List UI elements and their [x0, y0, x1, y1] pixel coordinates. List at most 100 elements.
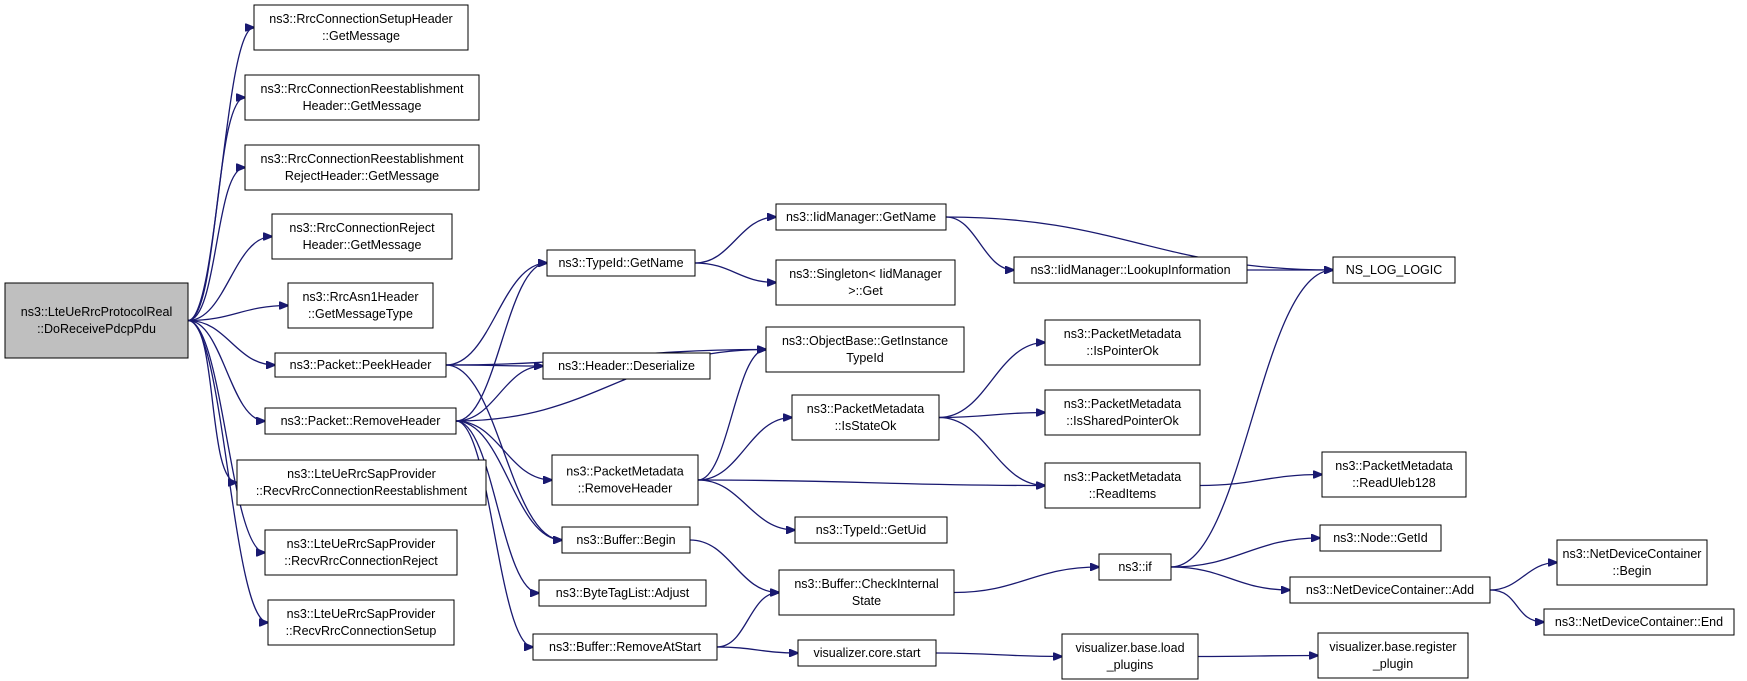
node-label: RejectHeader::GetMessage — [285, 169, 439, 183]
node-box — [775, 203, 947, 231]
edge-root-to-n9 — [187, 319, 265, 553]
edge-n7-to-n12 — [455, 366, 543, 422]
node-ns3-packetmetadata-readuleb128[interactable]: ns3::PacketMetadata::ReadUleb128 — [1321, 451, 1467, 498]
node-label: ns3::if — [1118, 560, 1152, 574]
node-ns3-packetmetadata-readitems[interactable]: ns3::PacketMetadata::ReadItems — [1044, 462, 1201, 509]
edge-n6-to-n12 — [445, 365, 543, 366]
node-ns3-packetmetadata-removeheader[interactable]: ns3::PacketMetadata::RemoveHeader — [551, 454, 699, 506]
node-ns3-if[interactable]: ns3::if — [1098, 553, 1172, 581]
node-label: ns3::PacketMetadata — [1064, 327, 1181, 341]
node-ns3-rrcconnectionreestablishment-header-getmessage[interactable]: ns3::RrcConnectionReestablishmentHeader:… — [244, 74, 480, 121]
node-ns3-lteuerrcsapprovider-recvrrcconnectionsetup[interactable]: ns3::LteUeRrcSapProvider::RecvRrcConnect… — [267, 599, 455, 646]
node-label: ::ReadItems — [1089, 487, 1156, 501]
edge-n28-to-n30 — [1170, 270, 1333, 568]
node-ns3-bytetaglist-adjust[interactable]: ns3::ByteTagList::Adjust — [538, 579, 707, 607]
node-box — [287, 282, 434, 329]
node-box — [765, 326, 965, 373]
node-box — [271, 213, 453, 260]
node-label: ns3::Buffer::Begin — [576, 533, 675, 547]
node-visualizer-core-start[interactable]: visualizer.core.start — [797, 639, 937, 667]
node-ns3-netdevicecontainer-end[interactable]: ns3::NetDeviceContainer::End — [1543, 608, 1735, 636]
node-label: visualizer.core.start — [814, 646, 922, 660]
node-label: ns3::NetDeviceContainer — [1563, 547, 1702, 561]
node-label: ns3::TypeId::GetName — [558, 256, 683, 270]
node-ns3-typeid-getname[interactable]: ns3::TypeId::GetName — [546, 249, 696, 277]
node-ns3-rrcconnectionsetupheader-getmessage[interactable]: ns3::RrcConnectionSetupHeader::GetMessag… — [253, 4, 469, 51]
node-label: ::IsSharedPointerOk — [1066, 414, 1179, 428]
node-label: ns3::Header::Deserialize — [558, 359, 695, 373]
node-visualizer-base-load-plugins[interactable]: visualizer.base.load _plugins — [1061, 633, 1199, 680]
edge-n17-to-n30 — [945, 216, 1333, 270]
node-ns3-packetmetadata-issharedpointerok[interactable]: ns3::PacketMetadata::IsSharedPointerOk — [1044, 389, 1201, 436]
node-ns3-packet-removeheader[interactable]: ns3::Packet::RemoveHeader — [264, 407, 457, 435]
node-ns3-buffer-begin[interactable]: ns3::Buffer::Begin — [561, 526, 691, 554]
node-ns3-header-deserialize[interactable]: ns3::Header::Deserialize — [542, 352, 711, 380]
nodes-layer: ns3::LteUeRrcProtocolReal::DoReceivePdcp… — [4, 4, 1735, 680]
node-box — [1332, 256, 1456, 284]
edge-n11-to-n17 — [694, 217, 776, 264]
edge-root-to-n5 — [187, 306, 288, 322]
edge-root-to-n10 — [187, 319, 268, 623]
node-ns3-netdevicecontainer-add[interactable]: ns3::NetDeviceContainer::Add — [1289, 576, 1491, 604]
edge-n13-to-n27 — [697, 479, 1045, 486]
edge-root-to-n7 — [187, 319, 265, 422]
node-box — [236, 459, 487, 506]
node-ns3-packet-peekheader[interactable]: ns3::Packet::PeekHeader — [274, 352, 447, 378]
node-label: ns3::PacketMetadata — [807, 402, 924, 416]
node-ns3-node-getid[interactable]: ns3::Node::GetId — [1319, 524, 1442, 552]
node-label: visualizer.base.register — [1329, 640, 1456, 654]
node-label: ::GetMessageType — [308, 307, 413, 321]
node-ns3-iidmanager-lookupinformation[interactable]: ns3::IidManager::LookupInformation — [1013, 256, 1248, 284]
edge-n6-to-n14 — [445, 364, 562, 540]
edge-n7-to-n15 — [455, 420, 539, 593]
node-ns3-rrcconnectionreject-header-getmessage[interactable]: ns3::RrcConnectionRejectHeader::GetMessa… — [271, 213, 453, 260]
node-box — [1317, 632, 1469, 679]
node-label: >::Get — [848, 284, 883, 298]
node-label: ns3::Buffer::RemoveAtStart — [549, 640, 701, 654]
node-label: ns3::ObjectBase::GetInstance — [782, 334, 948, 348]
node-ns3-rrcconnectionreestablishment-rejectheader-getmessage[interactable]: ns3::RrcConnectionReestablishmentRejectH… — [244, 144, 480, 191]
edge-n27-to-n31 — [1199, 475, 1322, 487]
node-ns3-lteuerrcsapprovider-recvrrcconnectionreject[interactable]: ns3::LteUeRrcSapProvider::RecvRrcConnect… — [264, 529, 458, 576]
node-label: ns3::PacketMetadata — [1064, 397, 1181, 411]
node-box — [274, 352, 447, 378]
node-label: ns3::LteUeRrcSapProvider — [287, 607, 436, 621]
node-box — [532, 633, 718, 661]
edge-n7-to-n16 — [455, 420, 533, 647]
node-label: ns3::Node::GetId — [1333, 531, 1428, 545]
node-ns3-typeid-getuid[interactable]: ns3::TypeId::GetUid — [794, 516, 948, 544]
node-label: ns3::LteUeRrcProtocolReal — [21, 305, 172, 319]
node-ns3-packetmetadata-ispointerok[interactable]: ns3::PacketMetadata::IsPointerOk — [1044, 319, 1201, 366]
edge-n33-to-n36 — [1489, 589, 1544, 622]
node-label: NS_LOG_LOGIC — [1346, 263, 1443, 277]
node-label: _plugins — [1106, 658, 1154, 672]
node-label: ns3::IidManager::LookupInformation — [1030, 263, 1230, 277]
node-box — [1556, 539, 1708, 586]
edge-n23-to-n29 — [935, 652, 1062, 657]
node-ns3-lteuerrcprotocolreal-doreceivepdcppdu[interactable]: ns3::LteUeRrcProtocolReal::DoReceivePdcp… — [4, 282, 189, 359]
node-label: ns3::IidManager::GetName — [786, 210, 936, 224]
node-label: ns3::Packet::PeekHeader — [290, 358, 432, 372]
node-label: ::IsStateOk — [835, 419, 898, 433]
node-label: ns3::NetDeviceContainer::Add — [1306, 583, 1474, 597]
node-label: ::RecvRrcConnectionReestablishment — [256, 484, 468, 498]
node-ns3-singleton-iidmanager-get[interactable]: ns3::Singleton< IidManager>::Get — [775, 259, 956, 306]
node-ns3-packetmetadata-isstateok[interactable]: ns3::PacketMetadata::IsStateOk — [791, 394, 940, 441]
node-label: visualizer.base.load — [1075, 641, 1184, 655]
node-label: ::ReadUleb128 — [1352, 476, 1435, 490]
node-ns3-lteuerrcsapprovider-recvrrcconnectionreestablishment[interactable]: ns3::LteUeRrcSapProvider::RecvRrcConnect… — [236, 459, 487, 506]
node-box — [1044, 389, 1201, 436]
node-box — [794, 516, 948, 544]
node-ns3-rrcasn1header-getmessagetype[interactable]: ns3::RrcAsn1Header::GetMessageType — [287, 282, 434, 329]
node-ns3-netdevicecontainer-begin[interactable]: ns3::NetDeviceContainer::Begin — [1556, 539, 1708, 586]
node-ns3-iidmanager-getname[interactable]: ns3::IidManager::GetName — [775, 203, 947, 231]
node-ns3-buffer-removeatstart[interactable]: ns3::Buffer::RemoveAtStart — [532, 633, 718, 661]
node-visualizer-base-register-plugin[interactable]: visualizer.base.register _plugin — [1317, 632, 1469, 679]
node-box — [775, 259, 956, 306]
node-label: _plugin — [1372, 657, 1413, 671]
edge-root-to-n3 — [187, 168, 245, 322]
edge-n28-to-n32 — [1170, 538, 1320, 568]
node-ns-log-logic[interactable]: NS_LOG_LOGIC — [1332, 256, 1456, 284]
